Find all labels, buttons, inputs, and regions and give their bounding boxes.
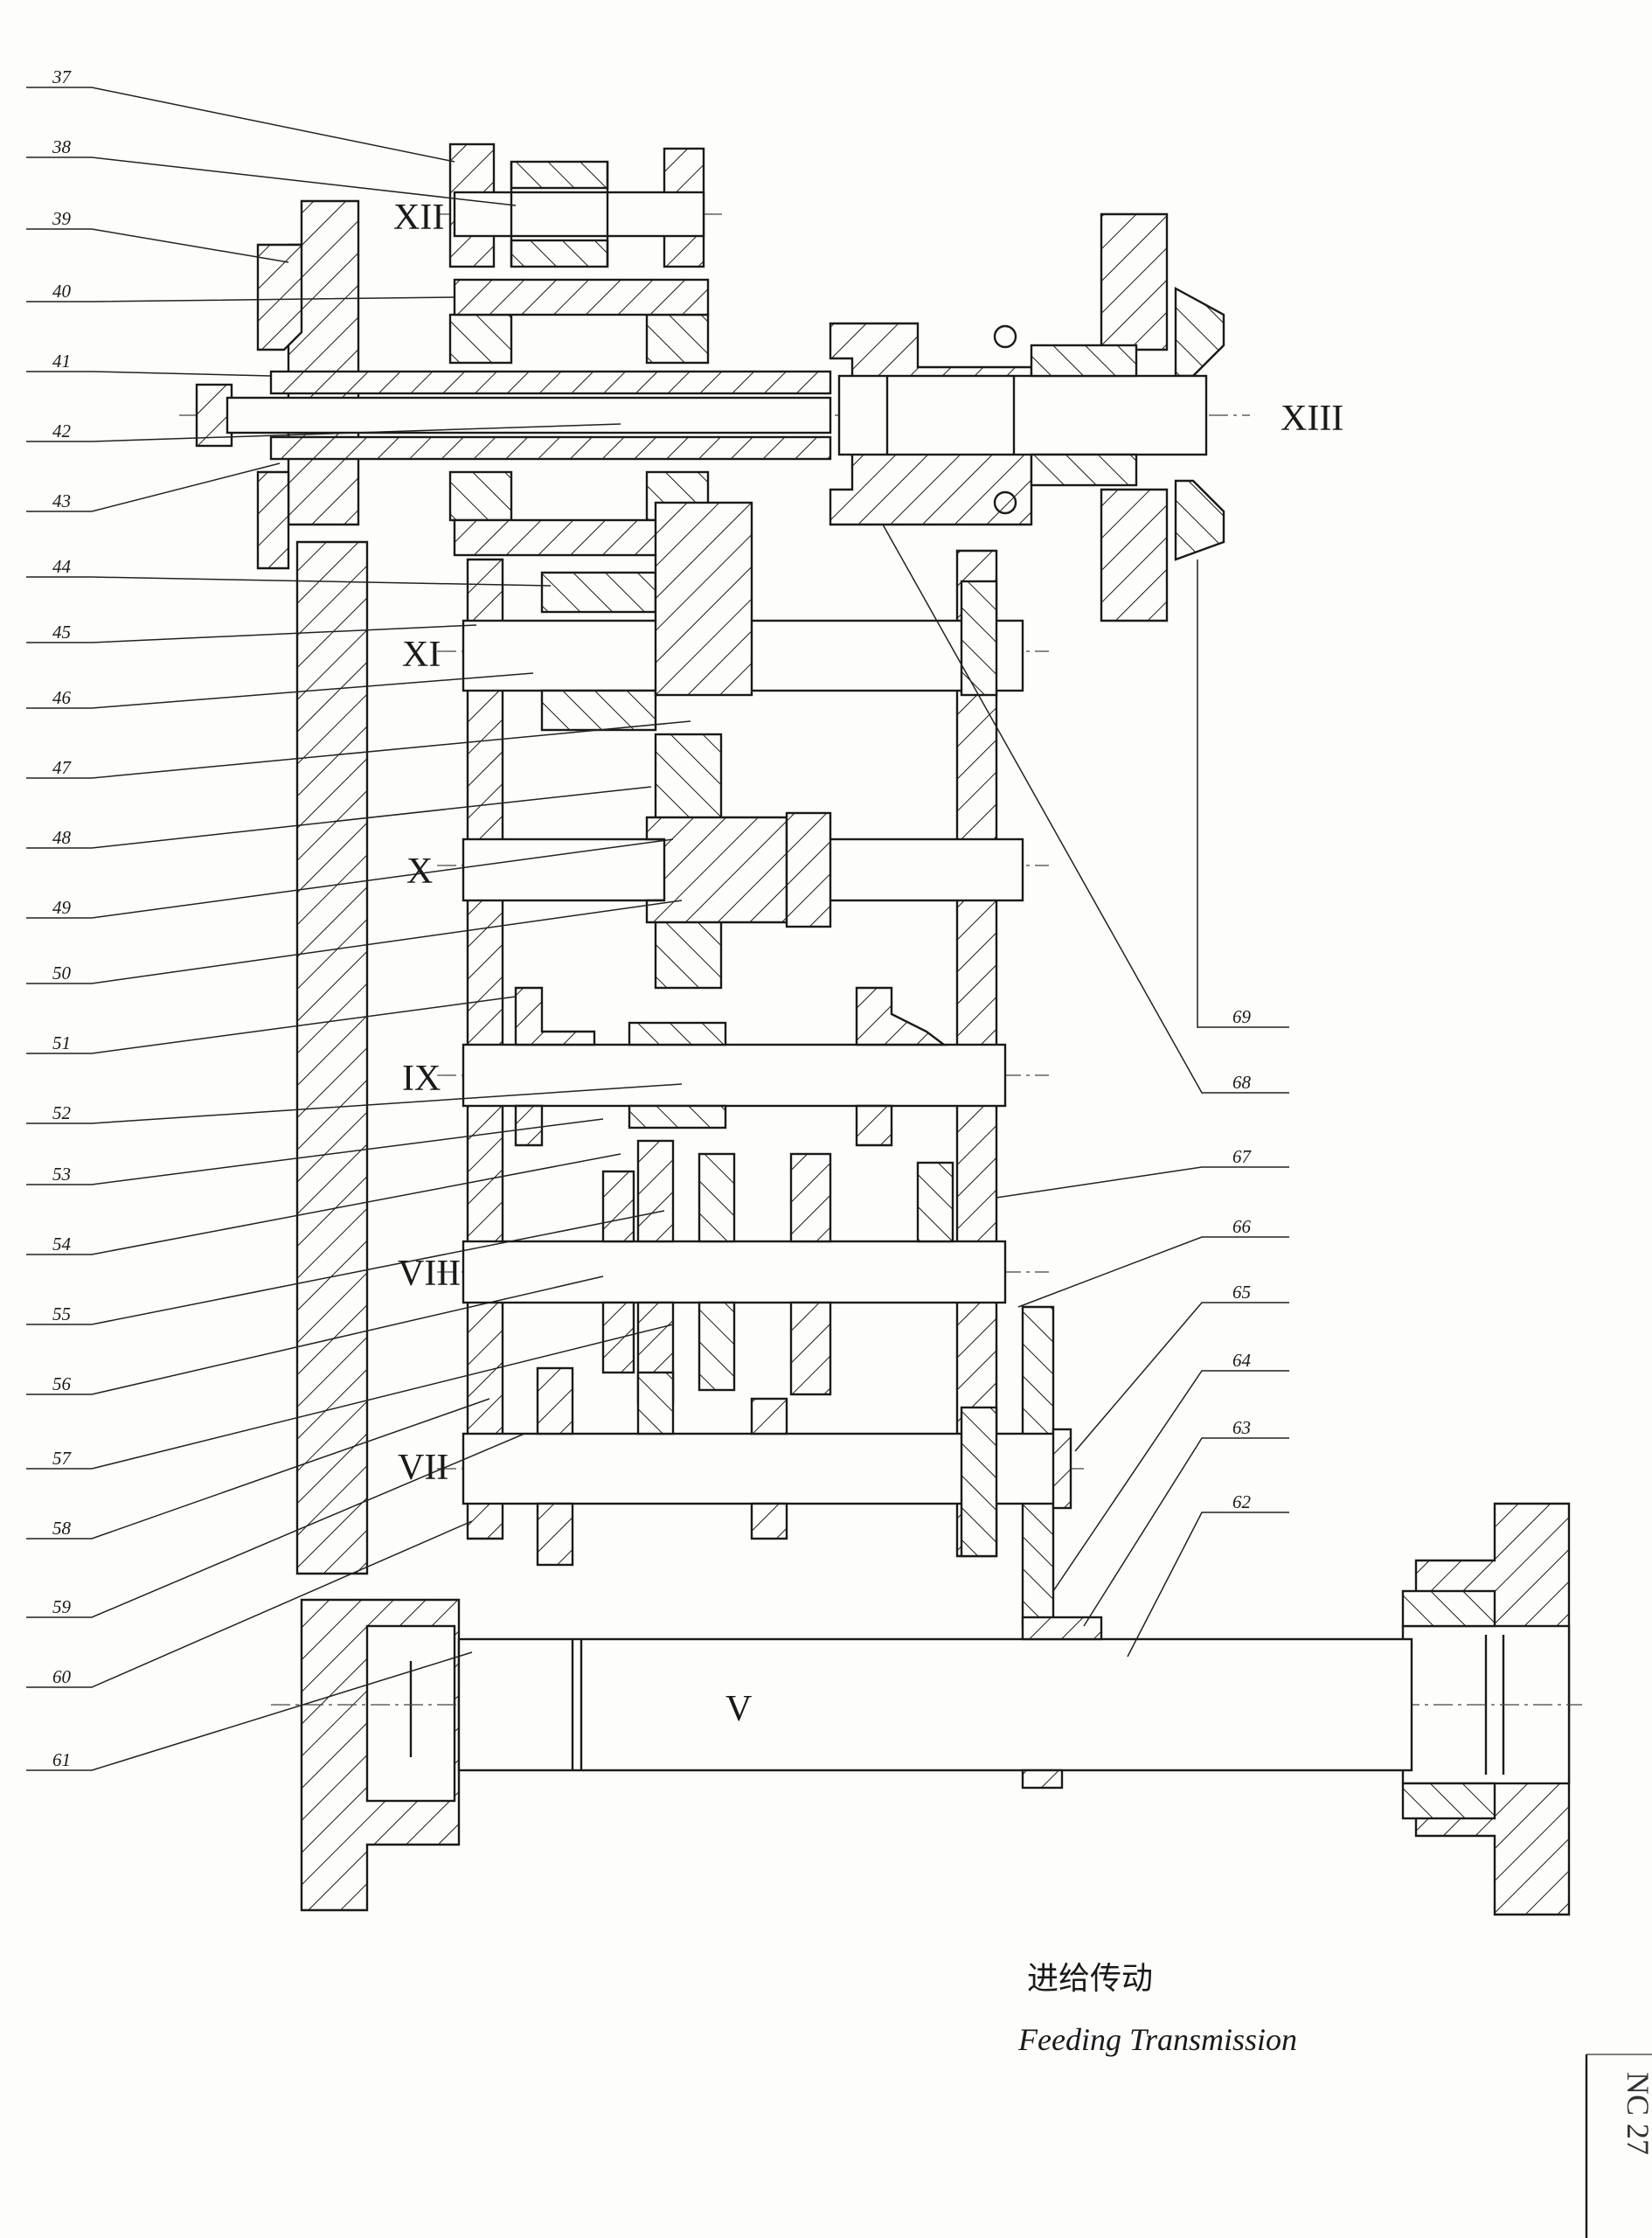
callout-53: 53 — [52, 1164, 71, 1185]
callout-46: 46 — [52, 687, 72, 708]
shaft-viii — [462, 1240, 1007, 1304]
callout-61: 61 — [52, 1749, 71, 1770]
callout-49: 49 — [52, 897, 72, 918]
callout-42: 42 — [52, 420, 72, 441]
callout-43: 43 — [52, 490, 71, 511]
shaft-xii — [453, 191, 705, 238]
callout-65: 65 — [1232, 1282, 1251, 1303]
shaft-label-ix: IX — [402, 1059, 441, 1099]
right-callouts: 69 68 67 66 65 64 63 62 — [1232, 1006, 1253, 1512]
shaft-vii-assembly — [462, 1366, 1072, 1567]
upper-right-bracket-lower — [1100, 488, 1169, 622]
callout-38: 38 — [52, 136, 72, 157]
shaft-label-xii: XII — [393, 198, 444, 238]
caption: 进给传动 Feeding Transmission — [1017, 1961, 1297, 2057]
callout-63: 63 — [1232, 1417, 1251, 1438]
left-outer-wall — [295, 540, 369, 1575]
shaft-42 — [226, 396, 832, 434]
callout-67: 67 — [1232, 1146, 1253, 1167]
callout-45: 45 — [52, 622, 71, 643]
callout-44: 44 — [52, 556, 72, 577]
lower-left-flange — [256, 470, 290, 570]
callout-51: 51 — [52, 1032, 71, 1053]
callout-57: 57 — [52, 1448, 73, 1469]
caption-english: Feeding Transmission — [1017, 2022, 1297, 2057]
bevel-gear-lower — [1174, 479, 1225, 561]
shaft-label-viii: VIII — [398, 1254, 461, 1294]
sheet-number-box: NC 27 — [1585, 2054, 1652, 2238]
callout-48: 48 — [52, 827, 72, 848]
callout-58: 58 — [52, 1518, 72, 1539]
callout-37: 37 — [52, 66, 73, 87]
callout-68: 68 — [1232, 1072, 1252, 1093]
shaft-xiii — [837, 374, 1208, 456]
upper-left-flange — [256, 243, 303, 351]
callout-64: 64 — [1232, 1350, 1252, 1371]
shaft-viii-assembly — [462, 1139, 1007, 1405]
leader-lines — [26, 87, 1289, 1771]
shaft-labels: XII XIII XI X IX VIII VII V — [393, 198, 1343, 1729]
left-callouts: 37 38 39 40 41 42 43 44 45 46 47 48 49 5… — [52, 66, 73, 1770]
shaft-ix — [462, 1043, 1007, 1108]
shaft-v-assembly — [457, 1589, 1496, 1820]
shaft-label-v: V — [725, 1689, 752, 1729]
shaft-label-xi: XI — [402, 635, 441, 675]
shaft-label-vii: VII — [398, 1448, 448, 1488]
callout-69: 69 — [1232, 1006, 1252, 1027]
shaft-ix-assembly — [462, 986, 1007, 1147]
shaft-xi-assembly — [462, 501, 1024, 732]
callout-50: 50 — [52, 963, 72, 983]
shaft-xiii-assembly — [195, 278, 1208, 557]
bevel-gear — [1174, 286, 1225, 378]
callout-56: 56 — [52, 1373, 72, 1394]
callout-52: 52 — [52, 1102, 72, 1123]
shaft-label-xiii: XIII — [1281, 399, 1343, 439]
callout-40: 40 — [52, 281, 72, 302]
callout-60: 60 — [52, 1666, 72, 1687]
upper-right-bracket — [1100, 212, 1169, 351]
shaft-xii-assembly — [448, 142, 705, 268]
callout-47: 47 — [52, 757, 73, 778]
sheet-number: NC 27 — [1621, 2072, 1652, 2155]
shaft-v — [457, 1637, 1413, 1772]
callout-62: 62 — [1232, 1491, 1252, 1512]
shaft-x-assembly — [462, 733, 1024, 990]
callout-66: 66 — [1232, 1216, 1252, 1237]
callout-41: 41 — [52, 351, 71, 372]
caption-chinese: 进给传动 — [1027, 1961, 1153, 1997]
callout-55: 55 — [52, 1303, 71, 1324]
callout-39: 39 — [52, 208, 72, 229]
callout-54: 54 — [52, 1234, 72, 1255]
shaft-label-x: X — [406, 851, 433, 892]
callout-59: 59 — [52, 1596, 72, 1617]
